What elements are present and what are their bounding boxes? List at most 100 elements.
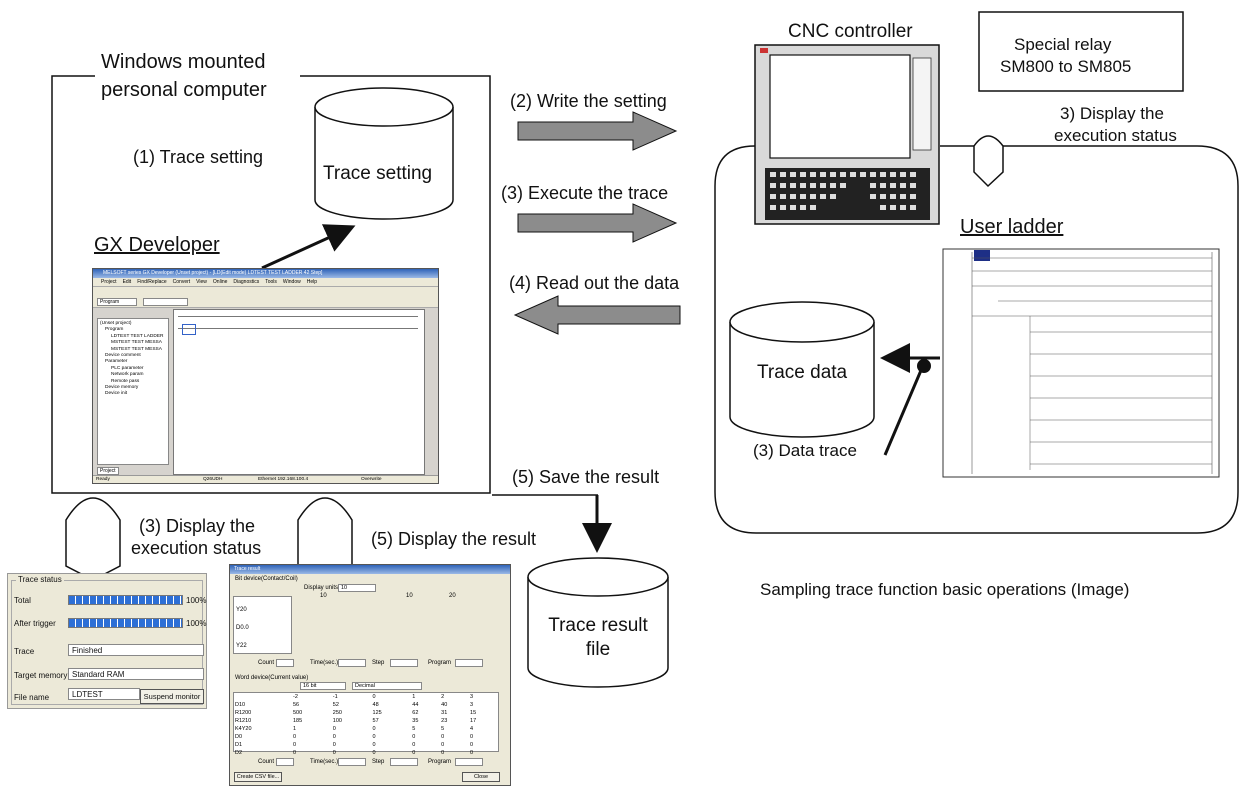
word-cell: 0	[372, 734, 376, 740]
word-cell: 0	[441, 742, 445, 748]
tree-item[interactable]: Program	[105, 327, 124, 333]
gx-ladder-area	[173, 309, 425, 475]
trace-status-panel: Trace status Total 100% After trigger 10…	[7, 573, 207, 709]
gx-developer-title: GX Developer	[94, 234, 220, 256]
tree-item[interactable]: LDTEST TEST LADDER	[111, 333, 164, 339]
gx-project-tree: (Unset project) Program LDTEST TEST LADD…	[97, 318, 169, 465]
write-setting-label: (2) Write the setting	[510, 91, 667, 111]
program-field-1	[455, 659, 483, 667]
display-exec-cnc: 3) Display the execution status	[1054, 103, 1177, 147]
arrow-write	[517, 111, 678, 151]
program-field-2	[455, 758, 483, 766]
gx-menu-online[interactable]: Online	[212, 279, 228, 285]
word-header-cell: 1	[412, 694, 416, 700]
status-shape-pc-mid	[297, 497, 353, 581]
gx-program-combo[interactable]: Program	[97, 298, 137, 306]
data-trace-label: (3) Data trace	[753, 441, 857, 460]
step-label-1: Step	[372, 660, 385, 666]
display-exec-pc-line2: execution status	[131, 538, 262, 558]
gx-menu-convert[interactable]: Convert	[172, 279, 191, 285]
radix-value: Decimal	[355, 683, 375, 689]
word-cell: 0	[372, 742, 376, 748]
display-units-value: 10	[341, 585, 348, 591]
bit-width-value: 16 bit	[303, 683, 317, 689]
cnc-frame	[714, 145, 1239, 534]
gx-menu-window[interactable]: Window	[282, 279, 301, 285]
gx-menu-project[interactable]: Project	[101, 279, 117, 285]
create-csv-button[interactable]: Create CSV file...	[234, 772, 282, 782]
read-out-label: (4) Read out the data	[509, 273, 680, 293]
windows-pc-line2: personal computer	[101, 79, 267, 101]
gx-developer-window: MELSOFT series GX Developer (Unset proje…	[92, 268, 439, 484]
display-units-select[interactable]: 10	[338, 584, 376, 592]
tree-item[interactable]: Device init	[105, 391, 128, 397]
tree-item[interactable]: Device comment	[105, 353, 141, 359]
close-button[interactable]: Close	[462, 772, 500, 782]
count-label-2: Count	[258, 759, 275, 765]
count-field-2	[276, 758, 294, 766]
gx-combo-text: Program	[100, 299, 120, 305]
tree-item[interactable]: MSTEST TEST MESSA	[111, 346, 162, 352]
gx-menu-diagnostics[interactable]: Diagnostics	[233, 279, 260, 285]
gx-titlebar: MELSOFT series GX Developer (Unset proje…	[93, 269, 438, 278]
word-cell: 15	[470, 710, 477, 716]
trace-state-field: Finished	[68, 644, 204, 656]
time-label-2: Time(sec.)	[310, 759, 339, 765]
gx-menu-help[interactable]: Help	[306, 279, 318, 285]
bit-width-select[interactable]: 16 bit	[300, 682, 346, 690]
word-header-cell: -1	[332, 694, 338, 700]
target-memory-field: Standard RAM	[68, 668, 204, 680]
step-field-1	[390, 659, 418, 667]
radix-select[interactable]: Decimal	[352, 682, 422, 690]
word-cell: 0	[470, 750, 474, 756]
trace-data-label: Trace data	[757, 362, 848, 383]
total-label: Total	[14, 596, 31, 605]
trace-result-file-line2: file	[585, 639, 611, 660]
gx-menu-edit[interactable]: Edit	[122, 279, 132, 285]
tree-item[interactable]: (Unset project)	[100, 321, 132, 326]
word-cell: 0	[332, 734, 336, 740]
windows-pc-line1: Windows mounted	[101, 51, 266, 73]
tree-item[interactable]: Network param	[111, 372, 144, 378]
word-cell: 0	[412, 742, 416, 748]
gx-menu-find[interactable]: Find/Replace	[137, 279, 167, 285]
gx-status-cpu: Q26UDH	[203, 477, 223, 482]
gx-menu-view[interactable]: View	[196, 279, 207, 285]
display-units-label: Display units	[304, 585, 339, 591]
trace-status-group	[11, 580, 203, 705]
time-field-1	[338, 659, 366, 667]
create-csv-label: Create CSV file...	[236, 774, 280, 780]
word-row-name: K4Y20	[235, 726, 252, 732]
word-cell: 4	[470, 726, 474, 732]
tree-item[interactable]: Device memory	[105, 385, 139, 391]
count-field-1	[276, 659, 294, 667]
special-relay-label: Special relay SM800 to SM805	[1000, 34, 1131, 78]
word-cell: 0	[372, 726, 376, 732]
execute-trace-label: (3) Execute the trace	[501, 183, 669, 203]
tree-item[interactable]: PLC parameter	[111, 365, 144, 371]
gx-menu-tools[interactable]: Tools	[265, 279, 277, 285]
tree-item[interactable]: MSTEST TEST MESSA	[111, 340, 162, 346]
gx-project-tab[interactable]: Project	[97, 467, 119, 475]
arrow-to-trace-setting	[261, 224, 356, 270]
display-result-label: (5) Display the result	[371, 529, 537, 549]
word-cell: 0	[293, 734, 297, 740]
windows-pc-label: Windows mounted personal computer	[101, 48, 267, 104]
probe-dot	[917, 359, 931, 373]
bit-device-names	[233, 596, 292, 654]
word-cell: 5	[441, 726, 445, 732]
marker-label: 20	[449, 593, 456, 599]
tree-item[interactable]: Remote pass	[111, 378, 140, 384]
gx-status-network: Ethernet 192.168.100.4	[258, 477, 309, 482]
save-result-label: (5) Save the result	[512, 467, 660, 487]
gx-program-combo2[interactable]	[143, 298, 188, 306]
trace-result-file-line1: Trace result	[548, 615, 648, 636]
suspend-monitor-button[interactable]: Suspend monitor	[140, 689, 204, 704]
word-cell: 31	[441, 710, 448, 716]
bit-row-label: D0.0	[236, 625, 249, 631]
trace-status-title: Trace status	[16, 575, 64, 584]
tree-item[interactable]: Parameter	[105, 359, 128, 365]
